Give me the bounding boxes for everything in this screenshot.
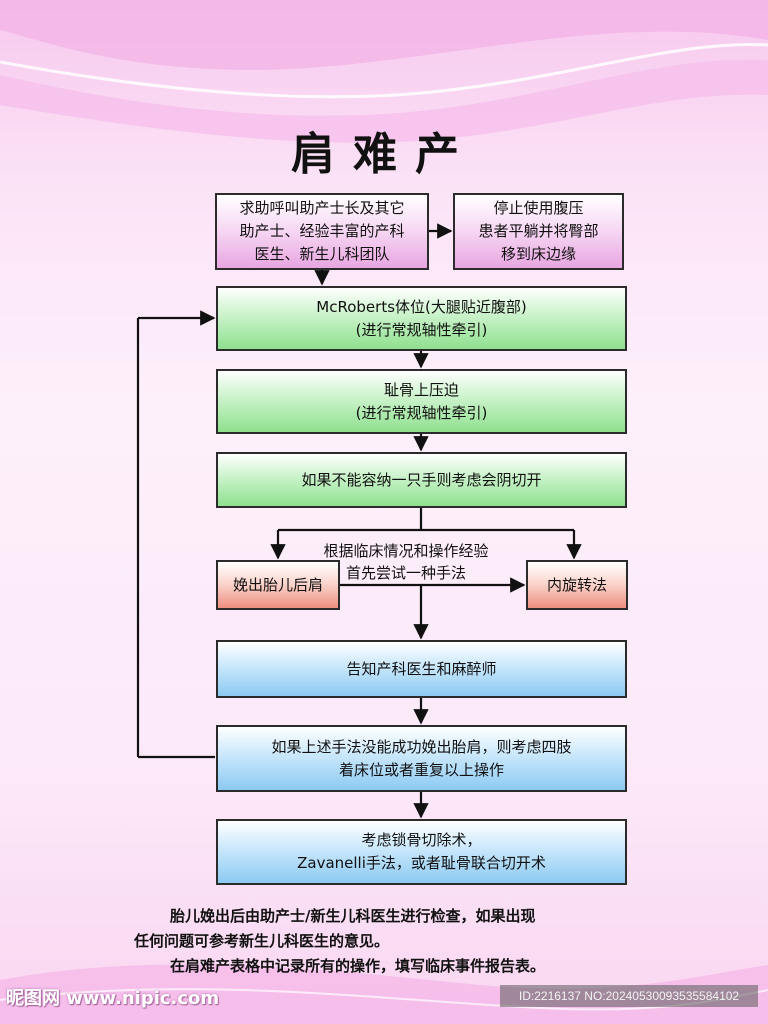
box-line: 着床位或者重复以上操作: [338, 760, 504, 779]
box-line: 告知产科医生和麻醉师: [346, 659, 497, 678]
box-line: 耻骨上压迫: [383, 380, 459, 399]
box-line: (进行常规轴性牵引): [355, 320, 488, 339]
footer-note: 胎儿娩出后由助产士/新生儿科医生进行检查，如果出现 任何问题可参考新生儿科医生的…: [134, 904, 694, 979]
box-line: 移到床边缘: [500, 245, 576, 263]
episiotomy-box: 如果不能容纳一只手则考虑会阴切开: [216, 452, 627, 508]
clavicle-box: 考虑锁骨切除术， Zavanelli手法，或者耻骨联合切开术: [216, 819, 627, 885]
page-title: 肩难产: [291, 129, 477, 180]
footer-line: 任何问题可参考新生儿科医生的意见。: [134, 932, 390, 950]
stop-pressure-box: 停止使用腹压 患者平躺并将臀部 移到床边缘: [453, 193, 624, 270]
box-line: 患者平躺并将臀部: [478, 222, 599, 240]
box-line: 如果上述手法没能成功娩出胎肩，则考虑四肢: [271, 737, 572, 756]
box-line: McRoberts体位(大腿贴近腹部): [316, 297, 527, 316]
box-line: 停止使用腹压: [493, 199, 584, 217]
call-help-box: 求助呼叫助产士长及其它 助产士、经验丰富的产科 医生、新生儿科团队: [215, 193, 429, 270]
footer-line: 胎儿娩出后由助产士/新生儿科医生进行检查，如果出现: [170, 907, 536, 925]
box-line: 内旋转法: [546, 575, 607, 594]
suprapubic-pressure-box: 耻骨上压迫 (进行常规轴性牵引): [216, 369, 627, 434]
box-line: 娩出胎儿后肩: [232, 575, 323, 594]
posterior-shoulder-box: 娩出胎儿后肩: [216, 560, 340, 610]
branch-label-line: 首先尝试一种手法: [345, 564, 466, 582]
branch-label-line: 根据临床情况和操作经验: [323, 542, 489, 560]
mcroberts-box: McRoberts体位(大腿贴近腹部) (进行常规轴性牵引): [216, 286, 627, 351]
box-line: Zavanelli手法，或者耻骨联合切开术: [297, 854, 546, 872]
watermark-id: ID:2216137 NO:20240530093535584102: [500, 985, 758, 1007]
branch-label: 根据临床情况和操作经验 首先尝试一种手法: [296, 540, 516, 584]
notify-box: 告知产科医生和麻醉师: [216, 640, 627, 698]
watermark-logo: 昵图网 www.nipic.com: [6, 988, 220, 1009]
box-line: (进行常规轴性牵引): [355, 403, 488, 422]
box-line: 如果不能容纳一只手则考虑会阴切开: [301, 470, 542, 489]
box-line: 医生、新生儿科团队: [254, 245, 390, 263]
box-line: 助产士、经验丰富的产科: [239, 222, 405, 240]
box-line: 考虑锁骨切除术，: [361, 831, 482, 849]
internal-rotation-box: 内旋转法: [526, 560, 628, 610]
footer-line: 在肩难产表格中记录所有的操作，填写临床事件报告表。: [170, 957, 546, 975]
all-fours-box: 如果上述手法没能成功娩出胎肩，则考虑四肢 着床位或者重复以上操作: [216, 725, 627, 792]
box-line: 求助呼叫助产士长及其它: [239, 199, 405, 217]
